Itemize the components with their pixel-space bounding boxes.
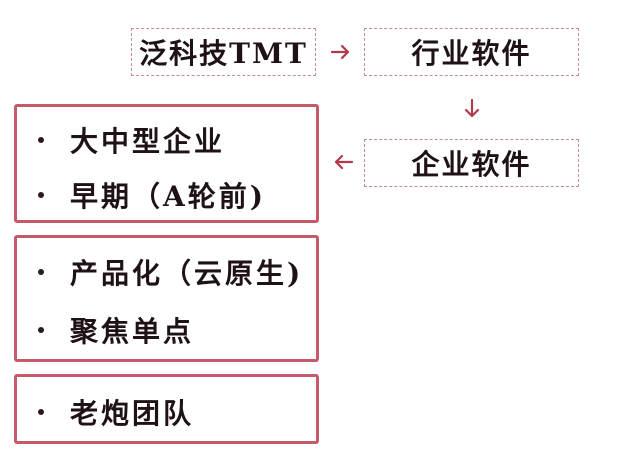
list-item: 早期（A轮前) [38,175,266,215]
node-fan-tech-tmt-label: 泛科技TMT [139,37,308,70]
bullet-icon [38,409,44,415]
list-item-label: 大中型企业 [70,125,226,158]
group-box-3 [14,374,319,444]
node-industry-software-label: 行业软件 [411,37,532,70]
arrow-down-icon [464,98,480,118]
group-box-1 [14,104,319,223]
bullet-icon [38,327,44,333]
list-item: 聚焦单点 [38,310,194,350]
list-item-label: 聚焦单点 [70,315,195,348]
arrow-left-icon [334,154,354,170]
group-box-2 [14,235,319,362]
bullet-icon [38,137,44,143]
node-enterprise-software: 企业软件 [364,139,579,187]
node-fan-tech-tmt: 泛科技TMT [131,28,316,76]
list-item-label: 产品化（云原生) [70,257,304,290]
arrow-right-icon [330,44,350,60]
node-industry-software: 行业软件 [364,28,579,76]
list-item: 大中型企业 [38,120,225,160]
list-item-label: 老炮团队 [70,397,195,430]
list-item-label: 早期（A轮前) [70,180,266,213]
bullet-icon [38,269,44,275]
list-item: 产品化（云原生) [38,252,303,292]
node-enterprise-software-label: 企业软件 [411,148,532,181]
list-item: 老炮团队 [38,392,194,432]
bullet-icon [38,192,44,198]
